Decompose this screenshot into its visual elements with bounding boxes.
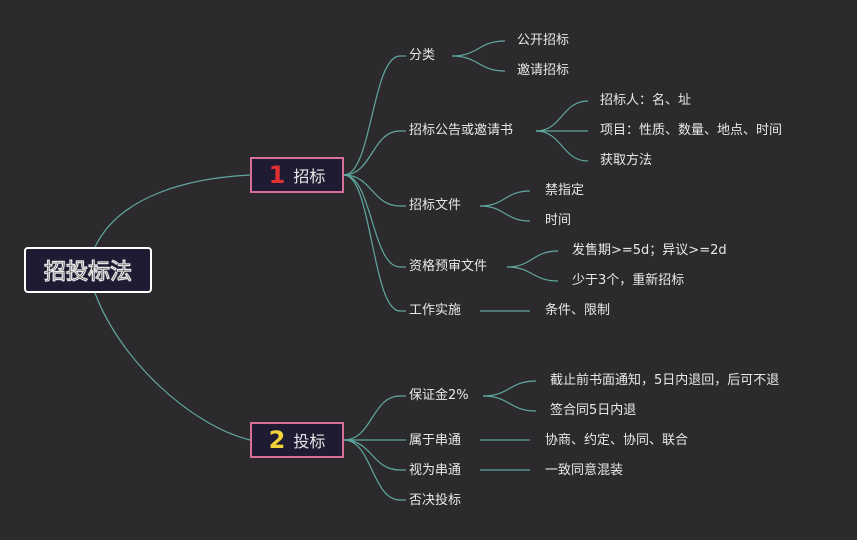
leaf-tenderer[interactable]: 招标人：名、址 — [600, 93, 692, 108]
branch-topic-label: 投标 — [293, 432, 326, 451]
branch-topic-toubiao[interactable]: 2 投标 — [250, 422, 344, 458]
subtopic-announcement[interactable]: 招标公告或邀请书 — [409, 123, 514, 138]
leaf-collusion-types[interactable]: 协商、约定、协同、联合 — [545, 433, 689, 448]
root-topic-label: 招投标法 — [43, 260, 132, 285]
leaf-conditions[interactable]: 条件、限制 — [545, 303, 611, 318]
connector-root-branch1 — [94, 174, 251, 248]
connector-branch1-sub1 — [343, 130, 401, 176]
subtopic-tender-documents[interactable]: 招标文件 — [409, 198, 462, 213]
leaf-time[interactable]: 时间 — [545, 213, 572, 228]
leaf-sale-period[interactable]: 发售期>=5d；异议>=2d — [572, 243, 727, 258]
branch-number-badge: 1 — [268, 161, 286, 189]
leaf-obtain-method[interactable]: 获取方法 — [600, 153, 653, 168]
connector-branch2-sub3 — [343, 439, 401, 501]
leaf-deposit-deadline[interactable]: 截止前书面通知，5日内退回，后可不退 — [550, 373, 780, 388]
subtopic-deemed-collusion[interactable]: 视为串通 — [409, 463, 462, 478]
connector-leaf — [535, 130, 589, 162]
subtopic-collusion[interactable]: 属于串通 — [409, 433, 462, 448]
root-topic[interactable]: 招投标法 — [24, 247, 152, 293]
connector-leaf — [482, 395, 537, 412]
subtopic-implementation[interactable]: 工作实施 — [409, 303, 462, 318]
leaf-no-designation[interactable]: 禁指定 — [545, 183, 585, 198]
leaf-deposit-contract[interactable]: 签合同5日内退 — [550, 403, 637, 418]
connector-root-branch2 — [94, 292, 251, 441]
leaf-invited-bidding[interactable]: 邀请招标 — [517, 63, 570, 78]
subtopic-prequalification[interactable]: 资格预审文件 — [409, 259, 488, 274]
connector-leaf — [482, 380, 537, 397]
connector-branch1-sub3 — [343, 174, 401, 268]
leaf-project[interactable]: 项目：性质、数量、地点、时间 — [600, 123, 783, 138]
subtopic-classification[interactable]: 分类 — [409, 48, 436, 63]
connector-leaf — [535, 100, 589, 132]
branch-number-badge: 2 — [268, 426, 286, 454]
subtopic-bid-rejection[interactable]: 否决投标 — [409, 493, 462, 508]
connector-leaf — [506, 266, 559, 282]
leaf-consensus-mixing[interactable]: 一致同意混装 — [545, 463, 624, 478]
connector-leaf — [451, 55, 506, 72]
connector-branch1-sub2 — [343, 174, 401, 207]
connector-leaf — [479, 190, 531, 207]
connector-branch2-sub2 — [343, 439, 401, 471]
branch-topic-label: 招标 — [293, 167, 326, 186]
connector-branch2-sub0 — [343, 395, 401, 441]
branch-topic-zhaobiao[interactable]: 1 招标 — [250, 157, 344, 193]
leaf-public-bidding[interactable]: 公开招标 — [517, 33, 570, 48]
connector-leaf — [451, 40, 506, 57]
connector-branch1-sub4 — [343, 174, 401, 312]
subtopic-deposit[interactable]: 保证金2% — [409, 388, 469, 403]
connector-branch1-sub0 — [343, 55, 401, 176]
leaf-rebid[interactable]: 少于3个，重新招标 — [572, 273, 685, 288]
connector-leaf — [479, 205, 531, 222]
connector-leaf — [506, 250, 559, 268]
